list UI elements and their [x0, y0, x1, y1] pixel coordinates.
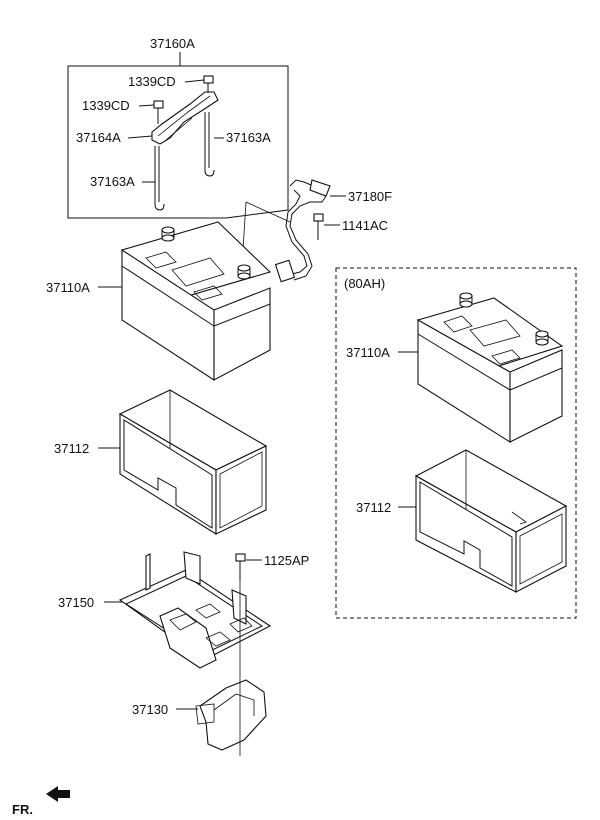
label-37110A-main: 37110A — [46, 280, 90, 295]
label-1125AP: 1125AP — [264, 553, 309, 568]
clamp-assembly-group: 37160A 1339CD 1339CD 37164A 37163A 37163… — [67, 36, 289, 219]
alt-tray-part: 37112 — [356, 449, 568, 593]
screw-part — [313, 213, 324, 240]
bolt-part-top — [203, 75, 214, 93]
battery-cable-part — [289, 179, 327, 281]
bolt-part-mid — [153, 100, 164, 124]
j-rod-left — [154, 146, 165, 211]
main-tray-part: 37112 — [54, 389, 268, 535]
alternative-80ah-group: (80AH) 37110A — [335, 267, 577, 619]
label-37164A: 37164A — [76, 130, 121, 145]
label-1141AC: 1141AC — [342, 218, 388, 233]
label-37112-alt: 37112 — [356, 500, 391, 515]
assembly-frame — [67, 65, 289, 219]
alt-battery-part: 37110A — [346, 292, 564, 443]
label-37160A: 37160A — [150, 36, 195, 51]
front-arrow-icon — [46, 786, 70, 802]
clamp-bracket-part — [151, 91, 219, 145]
j-rod-right — [204, 112, 215, 177]
label-37163A-right: 37163A — [226, 130, 271, 145]
label-37180F: 37180F — [348, 189, 392, 204]
alt-group-label: (80AH) — [344, 276, 385, 291]
label-37110A-alt: 37110A — [346, 345, 390, 360]
mounting-bracket-part: 37130 — [132, 676, 267, 756]
label-37112-main: 37112 — [54, 441, 89, 456]
label-37130: 37130 — [132, 702, 168, 717]
main-battery-part: 37110A — [46, 221, 272, 382]
fr-label: FR. — [12, 802, 33, 817]
cable-group: 37180F 1141AC — [241, 179, 392, 283]
bolt-part-1125AP — [235, 553, 246, 580]
label-1339CD-mid: 1339CD — [82, 98, 130, 113]
carrier-part: 37150 1125AP — [58, 551, 309, 676]
label-1339CD-top: 1339CD — [128, 74, 176, 89]
label-37163A-left: 37163A — [90, 174, 135, 189]
front-direction-indicator: FR. — [12, 786, 70, 817]
label-37150: 37150 — [58, 595, 94, 610]
